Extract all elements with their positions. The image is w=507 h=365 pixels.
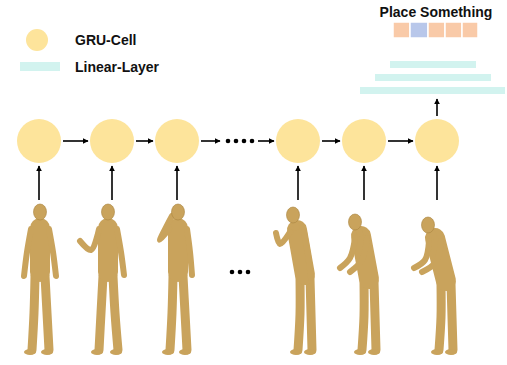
input-arrow [436,166,438,200]
input-arrow [111,166,113,200]
human-figure [160,204,192,355]
ellipsis-dots [226,139,255,275]
legend-label: Linear-Layer [75,59,159,75]
output-vector [393,22,478,38]
recurrent-arrow [322,140,340,142]
gru-cell [155,119,199,163]
recurrent-arrow [63,140,88,142]
legend-swatch [20,62,60,71]
gru-cell [342,119,386,163]
human-figure [414,217,457,355]
gru-cell [415,119,459,163]
gru-cell [276,119,320,163]
input-arrow [363,166,365,200]
gru-cells [17,119,459,200]
recurrent-arrow [136,140,153,142]
linear-layers [360,61,505,94]
legend-label: GRU-Cell [75,32,136,48]
input-arrow [297,166,299,200]
human-figure [80,204,124,355]
recurrent-arrow [201,140,220,142]
legend-swatch [26,29,48,51]
input-arrow [38,166,40,200]
output-label: Place Something [380,4,493,20]
gru-cell [90,119,134,163]
human-figure [340,214,380,355]
human-figure [276,207,316,355]
human-figure [24,204,56,355]
human-figures [24,204,457,355]
output-arrow [436,99,438,116]
recurrent-arrow [388,140,413,142]
recurrent-arrow [258,140,274,142]
gru-cell [17,119,61,163]
input-arrow [176,166,178,200]
